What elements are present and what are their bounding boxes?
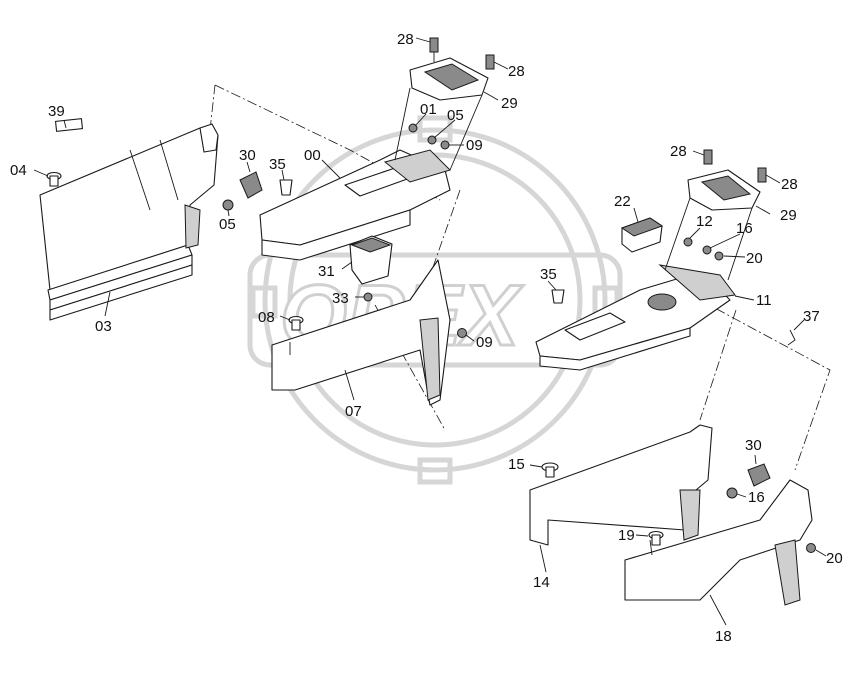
- callout-05: 05: [219, 216, 236, 233]
- part-15-plug: [541, 462, 559, 478]
- part-16-screw-top: [702, 245, 712, 255]
- callout-14: 14: [533, 574, 550, 591]
- callout-16: 16: [748, 489, 765, 506]
- callout-39: 39: [48, 103, 65, 120]
- callout-22: 22: [614, 193, 631, 210]
- callout-16: 16: [736, 220, 753, 237]
- part-30-clip-right: [747, 463, 771, 487]
- part-12-screw: [683, 237, 693, 247]
- callout-31: 31: [318, 263, 335, 280]
- callout-28: 28: [397, 31, 414, 48]
- callout-28: 28: [781, 176, 798, 193]
- part-07-cover-mid: [271, 259, 451, 406]
- part-39-decal: [54, 118, 84, 132]
- callout-28: 28: [508, 63, 525, 80]
- callout-11: 11: [756, 292, 772, 309]
- callout-20: 20: [826, 550, 843, 567]
- callout-03: 03: [95, 318, 112, 335]
- part-14-cover-right: [529, 424, 713, 546]
- callout-08: 08: [258, 309, 275, 326]
- part-04-plug: [46, 171, 62, 187]
- part-35-pin-left: [279, 179, 293, 196]
- part-31-cup-holder: [349, 235, 393, 285]
- part-11-console-right: [535, 264, 736, 371]
- callout-leaders: [33, 37, 827, 626]
- callout-35: 35: [269, 156, 286, 173]
- part-20-nut-lower: [806, 543, 816, 553]
- part-09-screw-top: [440, 140, 450, 150]
- callout-00: 00: [304, 147, 321, 164]
- callout-07: 07: [345, 403, 362, 420]
- part-18-cover-lower: [624, 479, 813, 606]
- part-35-pin-right: [551, 289, 565, 304]
- part-09-nut-lower: [457, 328, 467, 338]
- callout-05: 05: [447, 107, 464, 124]
- callout-33: 33: [332, 290, 349, 307]
- part-22-switch: [620, 217, 664, 253]
- callout-37: 37: [803, 308, 820, 325]
- part-08-plug: [288, 315, 304, 331]
- part-16-nut-lower: [726, 487, 738, 499]
- callout-29: 29: [501, 95, 518, 112]
- part-28-bolt-a: [429, 37, 439, 62]
- part-03-cover-left: [39, 123, 219, 321]
- part-20-screw-top: [714, 251, 724, 261]
- callout-01: 01: [420, 101, 437, 118]
- callout-09: 09: [476, 334, 493, 351]
- callout-30: 30: [239, 147, 256, 164]
- part-33-screw: [363, 292, 373, 302]
- callout-15: 15: [508, 456, 525, 473]
- callout-09: 09: [466, 137, 483, 154]
- callout-labels: 39 04 03 30 05 35 00 28 28 29 01 05 09 3…: [10, 31, 843, 645]
- part-28-bolt-c: [703, 149, 713, 165]
- part-19-plug: [648, 530, 664, 546]
- part-28-bolt-d: [757, 167, 767, 183]
- callout-20: 20: [746, 250, 763, 267]
- callout-29: 29: [780, 207, 797, 224]
- callout-35: 35: [540, 266, 557, 283]
- callout-12: 12: [696, 213, 713, 230]
- part-29-grip-right: [664, 169, 761, 281]
- callout-28: 28: [670, 143, 687, 160]
- callout-18: 18: [715, 628, 732, 645]
- callout-30: 30: [745, 437, 762, 454]
- callout-04: 04: [10, 162, 27, 179]
- callout-19: 19: [618, 527, 635, 544]
- part-37-pin: [787, 329, 796, 346]
- part-28-bolt-b: [485, 54, 495, 70]
- part-29-grip-left: [394, 57, 489, 171]
- part-00-console: [259, 149, 451, 261]
- part-05-nut-left: [222, 199, 234, 211]
- part-30-clip-left: [239, 171, 263, 199]
